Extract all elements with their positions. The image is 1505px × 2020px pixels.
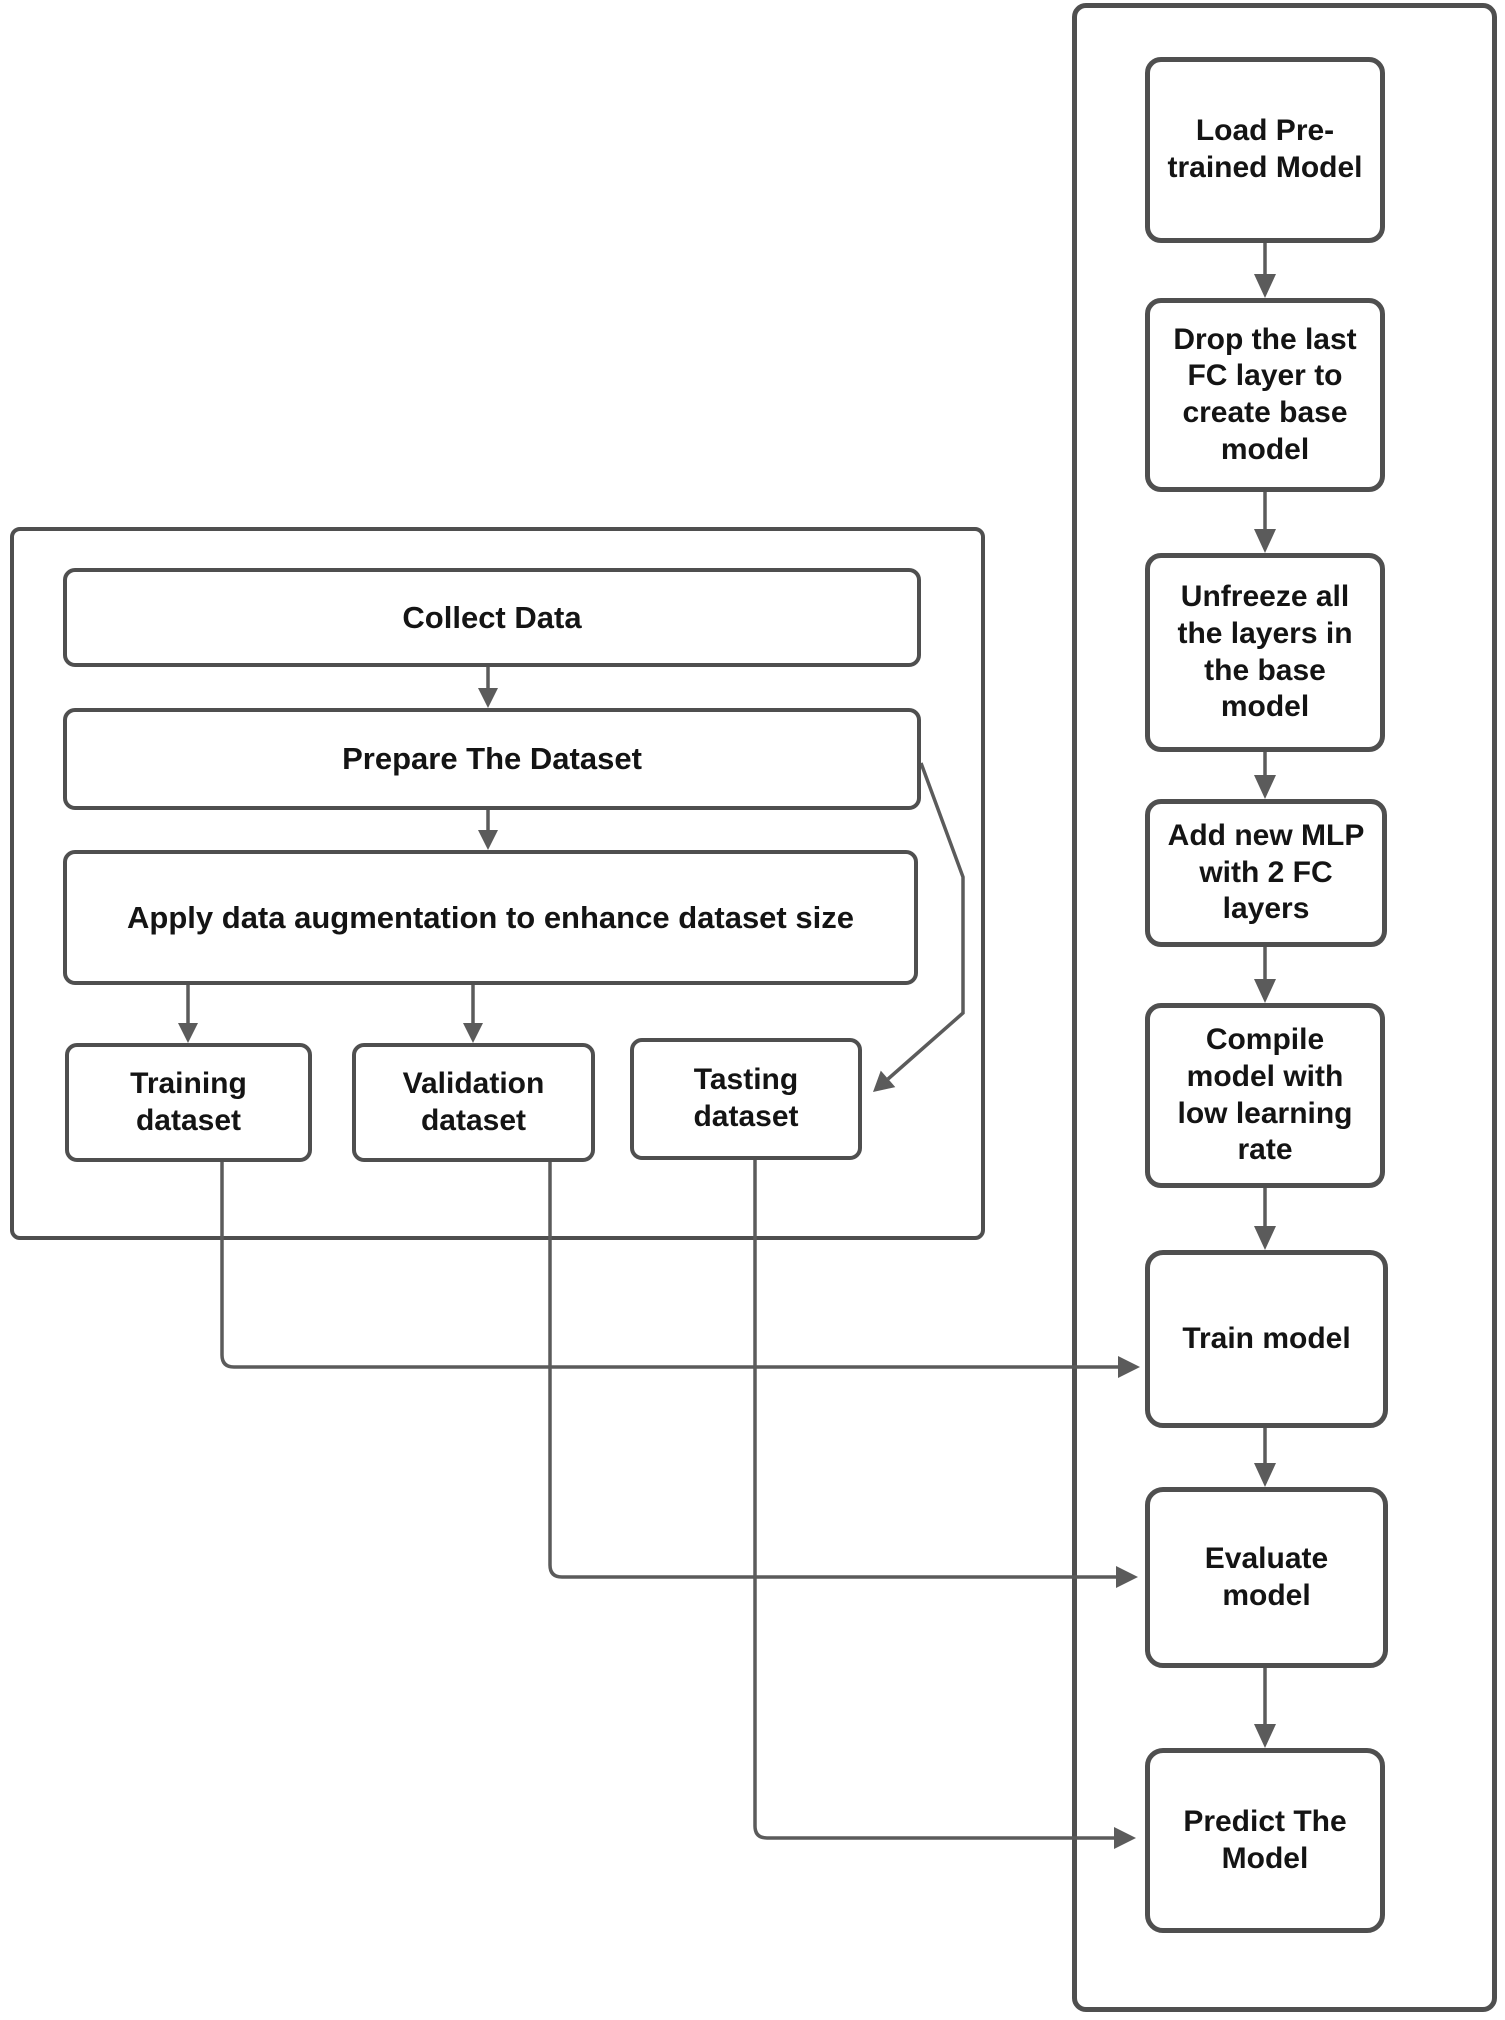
arrow-training-to-train <box>220 1162 1118 1369</box>
arrowhead <box>1254 775 1276 799</box>
node-unfreeze-layers: Unfreeze all the layers in the base mode… <box>1145 553 1385 752</box>
data-preparation-group-frame <box>10 527 985 1240</box>
node-apply-augmentation: Apply data augmentation to enhance datas… <box>63 850 918 985</box>
node-add-new-mlp: Add new MLP with 2 FC layers <box>1145 799 1387 947</box>
arrowhead <box>1254 1724 1276 1748</box>
arrow-tasting-to-predict <box>753 1160 1114 1840</box>
arrowhead <box>478 688 498 708</box>
arrowhead <box>1254 1463 1276 1487</box>
node-train-model: Train model <box>1145 1250 1388 1428</box>
node-training-dataset: Training dataset <box>65 1043 312 1162</box>
arrowhead <box>1114 1827 1136 1849</box>
arrowhead <box>873 1070 896 1092</box>
arrowhead <box>1254 1226 1276 1250</box>
node-evaluate-model: Evaluate model <box>1145 1487 1388 1668</box>
node-tasting-dataset: Tasting dataset <box>630 1038 862 1160</box>
arrowhead <box>478 830 498 850</box>
arrowhead <box>178 1023 198 1043</box>
arrowhead <box>1118 1356 1140 1378</box>
node-drop-last-fc-layer: Drop the last FC layer to create base mo… <box>1145 298 1385 492</box>
node-load-pretrained-model: Load Pre-trained Model <box>1145 57 1385 243</box>
node-collect-data: Collect Data <box>63 568 921 667</box>
node-compile-model: Compile model with low learning rate <box>1145 1003 1385 1188</box>
arrowhead <box>1254 529 1276 553</box>
node-predict-model: Predict The Model <box>1145 1748 1385 1933</box>
arrowhead <box>463 1023 483 1043</box>
node-prepare-dataset: Prepare The Dataset <box>63 708 921 810</box>
model-pipeline-group-frame <box>1072 3 1497 2012</box>
arrowhead <box>1116 1566 1138 1588</box>
node-validation-dataset: Validation dataset <box>352 1043 595 1162</box>
arrow-validation-to-evaluate <box>548 1162 1116 1579</box>
arrowhead <box>1254 274 1276 298</box>
arrow-prepare-to-tasting <box>886 762 965 1081</box>
arrowhead <box>1254 979 1276 1003</box>
